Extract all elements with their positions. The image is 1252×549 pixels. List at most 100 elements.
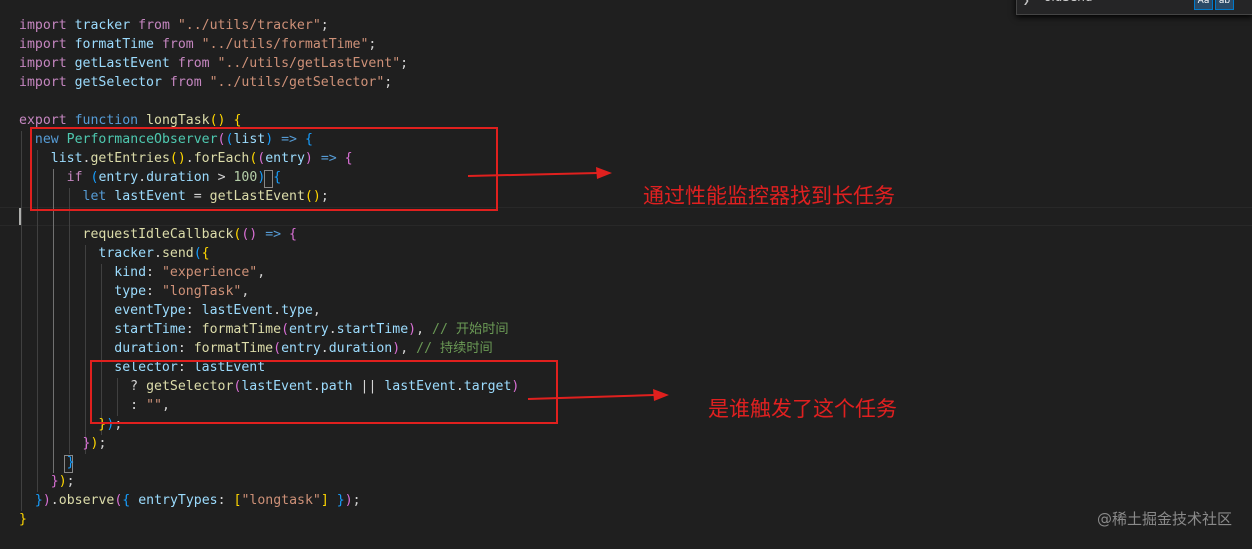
keyword-import: import — [19, 37, 67, 52]
indent-guide — [85, 245, 86, 454]
object-key: startTime — [114, 322, 186, 337]
identifier: lastEvent — [241, 379, 313, 394]
string-literal: "../utils/getSelector" — [209, 75, 385, 90]
indent-guide — [117, 378, 118, 416]
property: startTime — [336, 322, 409, 337]
annotation-arrow-1 — [467, 167, 612, 179]
identifier: tracker — [74, 18, 131, 33]
code-line-14[interactable]: kind: "experience", — [114, 265, 266, 280]
object-key: entryTypes — [138, 493, 218, 508]
keyword-import: import — [19, 75, 67, 90]
annotation-arrow-2 — [527, 389, 669, 401]
code-line-26[interactable]: }).observe({ entryTypes: ["longtask"] })… — [34, 493, 361, 508]
indent-guide — [101, 264, 102, 435]
property: duration — [328, 341, 393, 356]
property: type — [281, 303, 313, 318]
number-literal: 100 — [233, 170, 258, 185]
keyword-if: if — [66, 170, 83, 185]
code-line-18[interactable]: duration: formatTime(entry.duration), //… — [114, 341, 493, 356]
object-key: eventType — [114, 303, 186, 318]
code-line-6[interactable]: export function longTask() { — [19, 113, 242, 128]
string-literal: "../utils/formatTime" — [201, 37, 369, 52]
identifier: entry — [281, 341, 321, 356]
code-line-16[interactable]: eventType: lastEvent.type, — [114, 303, 321, 318]
annotation-box-selector — [90, 360, 558, 424]
identifier: lastEvent — [201, 303, 274, 318]
keyword-from: from — [177, 56, 210, 71]
property: duration — [146, 170, 210, 185]
code-line-12[interactable]: requestIdleCallback(() => { — [82, 227, 297, 242]
bracket-match-open — [264, 170, 273, 188]
code-line-19[interactable]: selector: lastEvent — [114, 360, 266, 375]
code-line-21[interactable]: : "", — [130, 398, 170, 413]
function-name: longTask — [146, 113, 210, 128]
whole-word-toggle[interactable]: ab — [1215, 0, 1234, 10]
object-key: kind — [114, 265, 147, 280]
identifier: tracker — [98, 246, 154, 261]
function-name: formatTime — [201, 322, 282, 337]
code-line-20[interactable]: ? getSelector(lastEvent.path || lastEven… — [130, 379, 520, 394]
code-line-13[interactable]: tracker.send({ — [98, 246, 210, 261]
string-literal: "" — [146, 398, 162, 413]
keyword-function: function — [74, 113, 139, 128]
bracket-match-close — [64, 455, 73, 473]
function-name: requestIdleCallback — [82, 227, 234, 242]
indent-guide — [21, 131, 22, 511]
comment: // 开始时间 — [432, 322, 509, 337]
code-line-25[interactable]: }); — [50, 474, 75, 489]
code-line-15[interactable]: type: "longTask", — [114, 284, 250, 299]
keyword-import: import — [19, 56, 67, 71]
code-line-27[interactable]: } — [19, 512, 27, 527]
string-literal: "../utils/tracker" — [177, 18, 321, 33]
method-name: getEntries — [90, 151, 170, 166]
string-literal: "experience" — [161, 265, 258, 280]
identifier: getLastEvent — [74, 56, 170, 71]
code-line-23[interactable]: }); — [82, 436, 107, 451]
identifier: lastEvent — [384, 379, 456, 394]
method-name: observe — [58, 493, 115, 508]
property: path — [320, 379, 353, 394]
code-line-4[interactable]: import getSelector from "../utils/getSel… — [19, 75, 393, 90]
code-line-2[interactable]: import formatTime from "../utils/formatT… — [19, 37, 377, 52]
keyword-let: let — [82, 189, 107, 204]
identifier: entry — [289, 322, 329, 337]
code-line-1[interactable]: import tracker from "../utils/tracker"; — [19, 18, 329, 33]
find-input[interactable]: oldSend — [1044, 0, 1093, 4]
function-name: getLastEvent — [209, 189, 305, 204]
identifier: lastEvent — [114, 189, 186, 204]
identifier: getSelector — [74, 75, 162, 90]
keyword-from: from — [138, 18, 170, 33]
chevron-right-icon[interactable]: ❯ — [1023, 0, 1030, 7]
annotation-text-trigger: 是谁触发了这个任务 — [708, 397, 897, 421]
parameter: entry — [265, 151, 305, 166]
find-widget[interactable]: ❯ oldSend Aa ab — [1016, 0, 1252, 15]
code-line-7[interactable]: new PerformanceObserver((list) => { — [34, 132, 313, 147]
identifier: lastEvent — [193, 360, 266, 375]
code-line-3[interactable]: import getLastEvent from "../utils/getLa… — [19, 56, 409, 71]
parameter: list — [233, 132, 266, 147]
code-line-17[interactable]: startTime: formatTime(entry.startTime), … — [114, 322, 509, 337]
identifier: formatTime — [74, 37, 154, 52]
object-key: duration — [114, 341, 178, 356]
indent-guide — [37, 150, 38, 492]
method-name: send — [161, 246, 194, 261]
property: target — [463, 379, 512, 394]
code-line-22[interactable]: }); — [98, 417, 123, 432]
string-literal: "longtask" — [241, 493, 321, 508]
method-name: forEach — [193, 151, 250, 166]
code-line-8[interactable]: list.getEntries().forEach((entry) => { — [50, 151, 353, 166]
object-key: type — [114, 284, 147, 299]
function-name: getSelector — [146, 379, 234, 394]
code-line-9[interactable]: if (entry.duration > 100) { — [66, 170, 282, 185]
text-cursor — [19, 208, 21, 225]
string-literal: "../utils/getLastEvent" — [217, 56, 401, 71]
match-case-toggle[interactable]: Aa — [1194, 0, 1213, 10]
identifier: entry — [98, 170, 139, 185]
keyword-export: export — [19, 113, 67, 128]
identifier: list — [50, 151, 83, 166]
code-line-24[interactable]: } — [66, 455, 75, 470]
annotation-text-observer: 通过性能监控器找到长任务 — [643, 184, 895, 208]
current-line-highlight — [0, 207, 1252, 226]
code-line-10[interactable]: let lastEvent = getLastEvent(); — [82, 189, 329, 204]
